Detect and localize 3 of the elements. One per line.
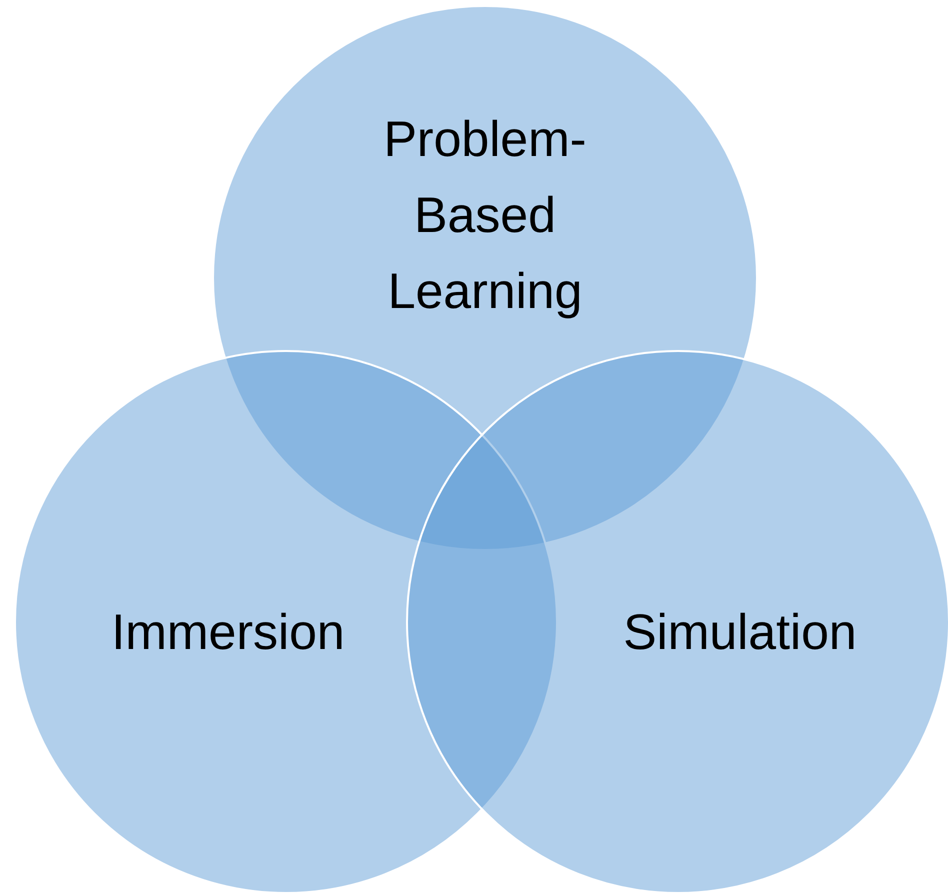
circle-label: Simulation <box>622 603 858 662</box>
circle-label: Problem- Based Learning <box>382 110 588 321</box>
circle-label: Immersion <box>110 603 346 662</box>
